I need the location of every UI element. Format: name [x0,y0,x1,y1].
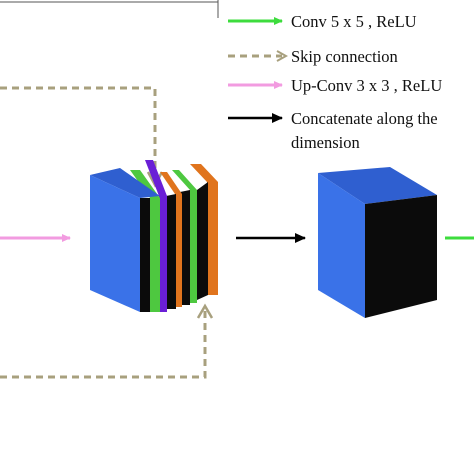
legend-item-concat: Concatenate along the dimension [228,109,438,152]
slice-orange-2 [160,172,182,307]
legend-item-skip: Skip connection [228,47,398,66]
legend-concat-label-line2: dimension [291,133,360,152]
legend-skip-label: Skip connection [291,47,398,66]
output-feature-block [318,167,437,318]
right-block-side [365,195,437,318]
left-block-top [90,168,160,198]
slice-dark-3 [180,190,190,305]
legend-item-upconv: Up-Conv 3 x 3 , ReLU [228,76,442,95]
legend-item-conv: Conv 5 x 5 , ReLU [228,12,417,31]
skip-connection-top-path [0,86,157,178]
slice-purple [145,160,167,312]
skip-connection-bottom-arrowhead [196,303,214,319]
skip-connection-bottom-path [0,310,207,379]
right-block-front [318,173,365,318]
left-block-front [90,175,140,312]
legend: Conv 5 x 5 , ReLU Skip connection Up-Con… [228,12,442,152]
slice-green-3 [172,170,197,303]
slice-dark-1 [140,198,150,312]
concatenated-feature-block [90,160,218,312]
slice-orange-back [190,164,218,295]
slice-dark-4 [197,182,208,300]
legend-concat-label: Concatenate along the [291,109,438,128]
slice-dark-2 [166,194,176,309]
legend-conv-label: Conv 5 x 5 , ReLU [291,12,417,31]
legend-upconv-label: Up-Conv 3 x 3 , ReLU [291,76,442,95]
right-block-top [318,167,437,204]
